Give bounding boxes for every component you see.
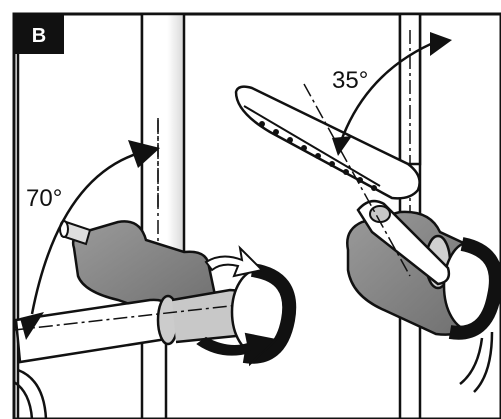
figure-badge: B: [14, 14, 64, 54]
badge-letter: B: [32, 25, 46, 47]
right-rotation-ring: [442, 237, 501, 393]
angle-label-70: 70°: [26, 185, 62, 212]
right-angle-arc: [332, 32, 452, 156]
rotation-arrow-icon: [196, 332, 279, 367]
hand-shower-head: [234, 83, 421, 277]
left-holder-body: [59, 220, 218, 320]
left-angle-arc: [20, 118, 160, 340]
angle-label-35: 35°: [332, 67, 368, 94]
figure-frame: [12, 12, 501, 419]
arc-arrowhead-icon: [128, 140, 160, 168]
rotation-arrow-icon: [204, 245, 265, 278]
arc-arrowhead-icon: [430, 32, 452, 56]
